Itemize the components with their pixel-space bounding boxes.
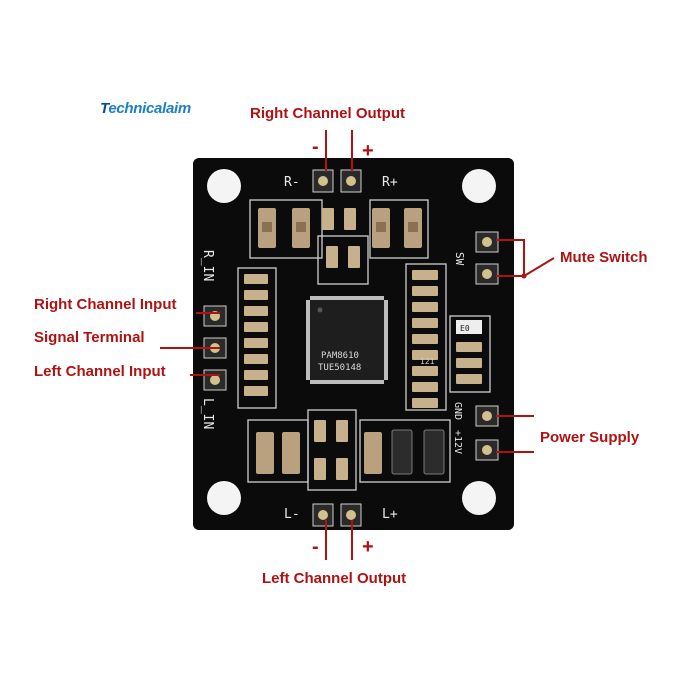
right-output-minus-sign: - (312, 136, 319, 158)
silk-r-minus: R- (284, 175, 300, 190)
label-signal-terminal: Signal Terminal (34, 329, 145, 346)
mounting-hole-top-left (207, 169, 241, 203)
label-right-channel-input: Right Channel Input (34, 296, 177, 313)
silkscreen-outlines (237, 199, 491, 491)
smd-components (244, 208, 482, 480)
silk-12v: +12V (452, 430, 463, 454)
pam8610-chip: PAM8610 TUE50148 (306, 296, 388, 384)
right-output-plus-sign: + (362, 140, 374, 162)
left-output-minus-sign: - (312, 536, 319, 558)
mounting-hole-bottom-left (207, 481, 241, 515)
technicalaim-logo: Technicalaim (100, 100, 191, 117)
label-right-channel-output: Right Channel Output (250, 105, 405, 122)
chip-label-line2: TUE50148 (318, 363, 361, 373)
silk-r-plus: R+ (382, 175, 398, 190)
silk-121: 121 (420, 357, 435, 366)
silk-gnd: GND (452, 402, 463, 420)
silk-sw: SW (453, 252, 466, 266)
mounting-hole-bottom-right (462, 481, 496, 515)
mounting-hole-top-right (462, 169, 496, 203)
label-left-channel-input: Left Channel Input (34, 363, 166, 380)
label-left-channel-output: Left Channel Output (262, 570, 407, 587)
silk-l-in: L_IN (200, 398, 215, 429)
label-mute-switch: Mute Switch (560, 249, 648, 266)
silk-l-minus: L- (284, 507, 300, 522)
silk-e0: E0 (460, 324, 470, 333)
silk-l-plus: L+ (382, 507, 398, 522)
silk-r-in: R_IN (200, 250, 215, 281)
chip-label-line1: PAM8610 (321, 351, 359, 361)
leader-lines (160, 130, 555, 560)
left-output-plus-sign: + (362, 536, 374, 558)
label-power-supply: Power Supply (540, 429, 640, 446)
